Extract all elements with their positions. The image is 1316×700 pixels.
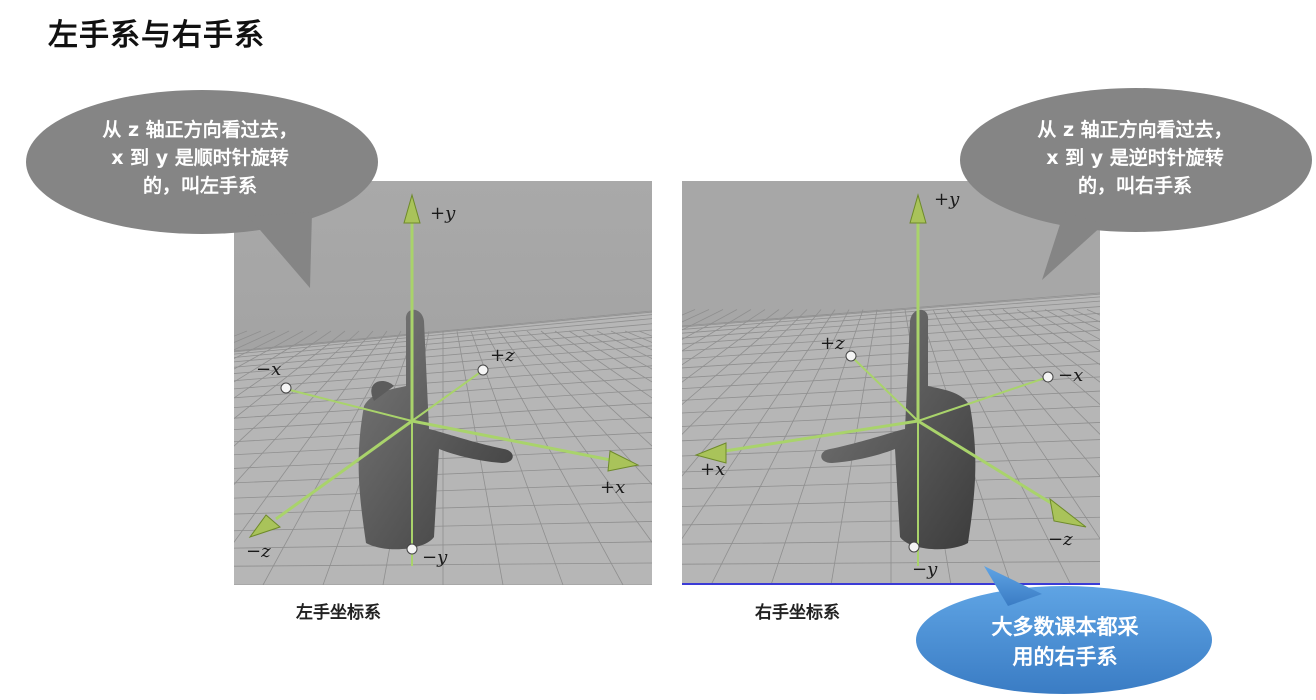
axis-label-plus-y: +y — [934, 189, 960, 210]
grid-lines — [234, 310, 652, 585]
blue-baseline — [682, 583, 1100, 585]
axis-label-minus-y: −y — [422, 547, 448, 568]
right-hand-coordinate-figure: +y −y +x −x +z −z — [682, 181, 1100, 585]
right-caption: 右手坐标系 — [755, 603, 840, 623]
axis-label-plus-x: +x — [700, 459, 725, 480]
right-bubble-line-3: 的，叫右手系 — [1077, 175, 1192, 197]
note-bubble-line-1: 大多数课本都采 — [991, 615, 1139, 639]
bubble-shape — [916, 566, 1212, 694]
note-speech-bubble: 大多数课本都采 用的右手系 — [912, 560, 1218, 698]
bubble-shape — [26, 90, 378, 288]
axis-label-minus-z: −z — [246, 541, 271, 562]
right-speech-bubble: 从 z 轴正方向看过去， x 到 y 是逆时针旋转 的，叫右手系 — [954, 84, 1316, 282]
hand-shape — [821, 309, 976, 550]
left-bubble-line-2: x 到 y 是顺时针旋转 — [111, 147, 289, 169]
axis-label-plus-z: +z — [490, 345, 515, 366]
note-bubble-line-2: 用的右手系 — [1012, 645, 1118, 669]
right-bubble-line-2: x 到 y 是逆时针旋转 — [1046, 147, 1224, 169]
right-figure-svg: +y −y +x −x +z −z — [682, 181, 1100, 585]
axis-label-minus-x: −x — [1058, 365, 1083, 386]
right-bubble-line-1: 从 z 轴正方向看过去， — [1037, 119, 1233, 141]
axis-label-minus-x: −x — [256, 359, 281, 380]
axis-label-minus-z: −z — [1048, 529, 1073, 550]
left-caption: 左手坐标系 — [296, 603, 381, 623]
axis-label-plus-z: +z — [820, 333, 845, 354]
left-bubble-line-3: 的，叫左手系 — [142, 175, 257, 197]
axis-label-plus-x: +x — [600, 477, 625, 498]
bubble-shape — [960, 88, 1312, 280]
axes — [694, 193, 1087, 566]
axis-label-minus-y: −y — [912, 559, 938, 580]
left-bubble-line-1: 从 z 轴正方向看过去， — [102, 119, 298, 141]
axis-label-plus-y: +y — [430, 203, 456, 224]
left-speech-bubble: 从 z 轴正方向看过去， x 到 y 是顺时针旋转 的，叫左手系 — [20, 84, 380, 292]
axes — [248, 193, 640, 566]
hand-shape — [358, 309, 513, 550]
page-title: 左手系与右手系 — [48, 18, 265, 53]
